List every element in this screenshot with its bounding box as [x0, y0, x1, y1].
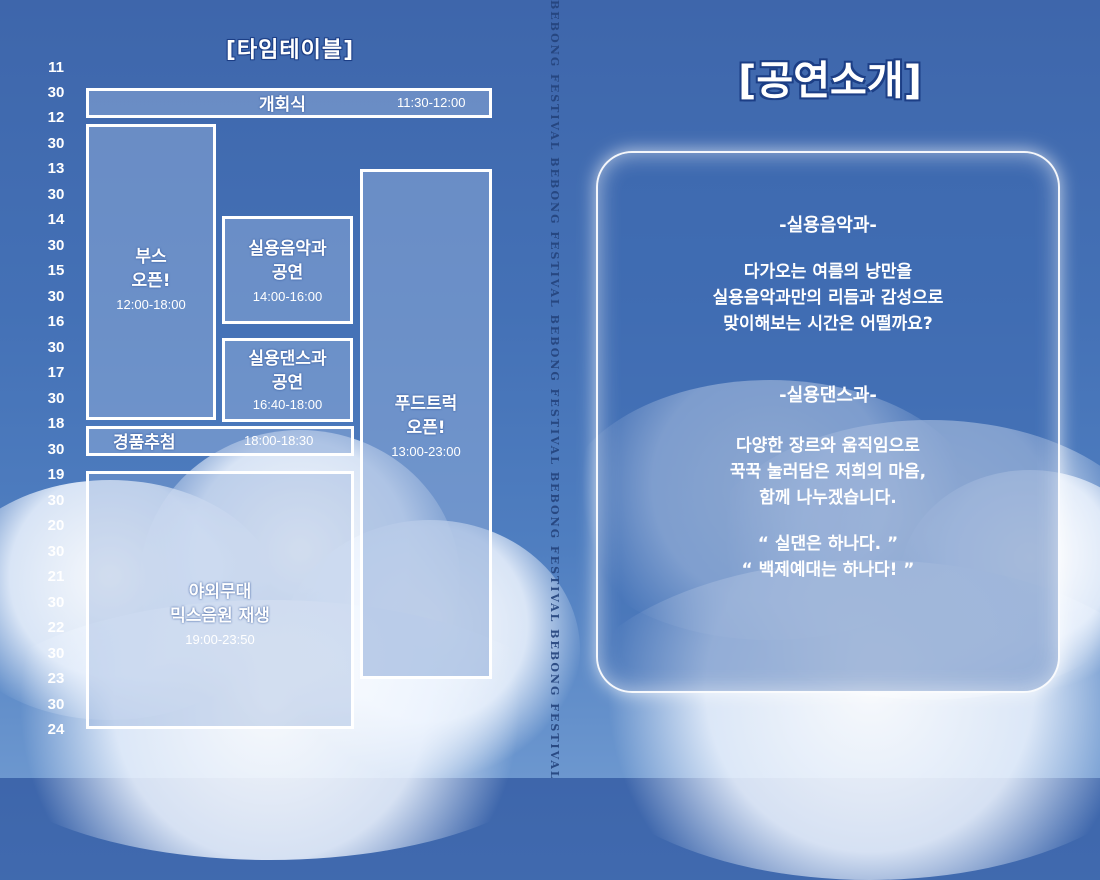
- hour-label: 12: [47, 109, 65, 126]
- event-time: 11:30-12:00: [397, 95, 466, 110]
- hour-label: 19: [47, 466, 65, 483]
- event-opening-ceremony: 개회식 11:30-12:00: [86, 88, 492, 118]
- hour-label: 21: [47, 568, 65, 585]
- hour-label: 30: [47, 186, 65, 203]
- hour-label: 30: [47, 135, 65, 152]
- event-label: 공연: [271, 373, 304, 393]
- hour-label: 18: [47, 415, 65, 432]
- event-label: 경품추첨: [113, 433, 176, 453]
- event-label: 믹스음원 재생: [170, 606, 270, 626]
- hour-label: 24: [47, 721, 65, 738]
- timetable-page: [타임테이블] 11 30 12 30 13 30 14 30 15 30 16…: [0, 0, 550, 778]
- hour-label: 11: [48, 59, 64, 76]
- event-time: 19:00-23:50: [185, 632, 255, 647]
- hour-label: 14: [47, 211, 65, 228]
- event-label: 실용음악과: [248, 239, 327, 259]
- event-label: 푸드트럭: [394, 394, 458, 414]
- intro-title: [공연소개]: [738, 58, 922, 104]
- event-booth-open: 부스 오픈! 12:00-18:00: [86, 124, 216, 420]
- event-label: 공연: [271, 263, 304, 283]
- event-label: 개회식: [259, 95, 306, 115]
- quote-line: “ 실댄은 하나다. ”: [757, 534, 899, 554]
- dance-text-line: 꾹꾹 눌러담은 저희의 마음,: [729, 462, 927, 482]
- hour-label: 30: [47, 84, 65, 101]
- event-label: 야외무대: [188, 582, 252, 602]
- event-label: 실용댄스과: [248, 349, 327, 369]
- dance-text-line: 함께 나누겠습니다.: [759, 488, 897, 508]
- hour-label: 30: [47, 237, 65, 254]
- hour-label: 30: [47, 594, 65, 611]
- event-time: 18:00-18:30: [244, 433, 314, 448]
- hour-label: 20: [47, 517, 65, 534]
- event-label: 오픈!: [406, 418, 446, 438]
- event-time: 16:40-18:00: [252, 397, 323, 412]
- hour-label: 30: [47, 441, 65, 458]
- hour-label: 30: [47, 339, 65, 356]
- hour-label: 23: [47, 670, 65, 687]
- hour-label: 30: [47, 288, 65, 305]
- hour-label: 17: [47, 364, 65, 381]
- hour-label: 30: [47, 696, 65, 713]
- quote-line: “ 백제예대는 하나다! ”: [741, 560, 915, 580]
- event-time: 14:00-16:00: [252, 289, 323, 304]
- event-time: 13:00-23:00: [391, 444, 461, 459]
- event-music-performance: 실용음악과 공연 14:00-16:00: [222, 216, 353, 324]
- timetable-title: [타임테이블]: [225, 38, 355, 63]
- hour-label: 30: [47, 492, 65, 509]
- dance-text-line: 다양한 장르와 움직임으로: [736, 436, 920, 456]
- event-raffle: 경품추첨 18:00-18:30: [86, 426, 354, 456]
- hour-label: 22: [47, 619, 65, 636]
- event-outdoor-stage: 야외무대 믹스음원 재생 19:00-23:50: [86, 471, 354, 729]
- event-dance-performance: 실용댄스과 공연 16:40-18:00: [222, 338, 353, 422]
- music-text-line: 다가오는 여름의 낭만을: [743, 262, 913, 282]
- intro-card: -실용음악과- 다가오는 여름의 낭만을 실용음악과만의 리듬과 감성으로 맞이…: [596, 151, 1060, 693]
- event-food-truck: 푸드트럭 오픈! 13:00-23:00: [360, 169, 492, 679]
- spine-text: BEBONG FESTIVAL BEBONG FESTIVAL BEBONG F…: [548, 0, 561, 778]
- music-text-line: 실용음악과만의 리듬과 감성으로: [712, 288, 944, 308]
- event-label: 부스: [135, 247, 167, 267]
- hour-label: 13: [47, 160, 65, 177]
- music-text-line: 맞이해보는 시간은 어떨까요?: [723, 314, 933, 334]
- event-label: 오픈!: [131, 271, 171, 291]
- hour-label: 16: [47, 313, 65, 330]
- intro-page: [공연소개] -실용음악과- 다가오는 여름의 낭만을 실용음악과만의 리듬과 …: [550, 0, 1100, 778]
- event-time: 12:00-18:00: [116, 297, 186, 312]
- music-heading: -실용음악과-: [779, 215, 877, 236]
- hour-label: 15: [47, 262, 65, 279]
- hour-label: 30: [47, 543, 65, 560]
- hour-label: 30: [47, 390, 65, 407]
- dance-heading: -실용댄스과-: [779, 385, 877, 406]
- hour-label: 30: [47, 645, 65, 662]
